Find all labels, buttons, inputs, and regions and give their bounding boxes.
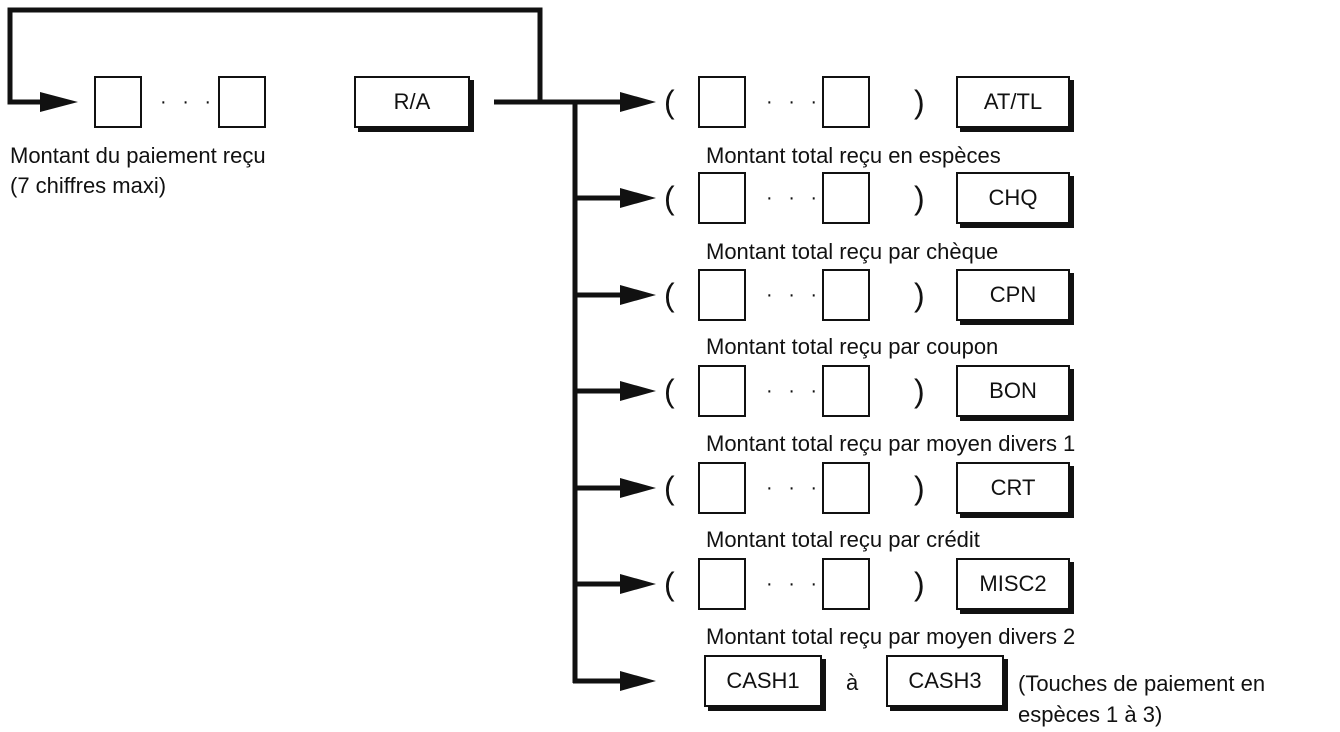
paren-open: ( [664, 180, 675, 216]
paren-open: ( [664, 373, 675, 409]
paren-open: ( [664, 470, 675, 506]
ellipsis: · · · [160, 91, 217, 113]
branch-arrowhead-6 [620, 574, 656, 594]
paren-open: ( [664, 84, 675, 120]
at-tl-key: AT/TL [956, 76, 1070, 128]
digit-key-first [698, 172, 746, 224]
branch-label-cheque: Montant total reçu par chèque [706, 239, 999, 264]
ra-key: R/A [354, 76, 470, 128]
digit-key-first [698, 462, 746, 514]
branch-label-misc1: Montant total reçu par moyen divers 1 [706, 431, 1076, 456]
branch-arrowhead-2 [620, 188, 656, 208]
misc2-key: MISC2 [956, 558, 1070, 610]
paren-close: ) [914, 277, 925, 313]
paren-close: ) [914, 470, 925, 506]
ellipsis: · · · [766, 284, 823, 306]
cash-keys-note-line2: espèces 1 à 3) [1018, 702, 1163, 727]
branch-label-cash: Montant total reçu en espèces [706, 143, 1001, 168]
loop-arrowhead [40, 92, 78, 112]
paren-close: ) [914, 566, 925, 602]
loop-line [7, 7, 543, 105]
digit-key-last [822, 76, 870, 128]
payment-label-line2: (7 chiffres maxi) [10, 173, 167, 198]
ellipsis: · · · [766, 573, 823, 595]
branch-label-coupon: Montant total reçu par coupon [706, 334, 999, 359]
branch-label-credit: Montant total reçu par crédit [706, 527, 980, 552]
digit-key-last [218, 76, 266, 128]
bon-key: BON [956, 365, 1070, 417]
branch-arrowhead-1 [620, 92, 656, 112]
digit-key-last [822, 558, 870, 610]
branch-label-misc2: Montant total reçu par moyen divers 2 [706, 624, 1076, 649]
digit-key-first [698, 76, 746, 128]
branch-arrowhead-5 [620, 478, 656, 498]
digit-key-last [822, 269, 870, 321]
branch-arrowhead-3 [620, 285, 656, 305]
paren-close: ) [914, 373, 925, 409]
digit-key-first [94, 76, 142, 128]
chq-key: CHQ [956, 172, 1070, 224]
paren-close: ) [914, 84, 925, 120]
cash1-key: CASH1 [704, 655, 822, 707]
digit-key-first [698, 558, 746, 610]
branch-arrowhead-4 [620, 381, 656, 401]
cash3-key: CASH3 [886, 655, 1004, 707]
paren-open: ( [664, 566, 675, 602]
ellipsis: · · · [766, 187, 823, 209]
digit-key-first [698, 269, 746, 321]
cash-keys-note-line1: (Touches de paiement en [1018, 671, 1266, 696]
digit-key-first [698, 365, 746, 417]
range-connector: à [846, 670, 859, 695]
digit-key-last [822, 172, 870, 224]
ellipsis: · · · [766, 477, 823, 499]
crt-key: CRT [956, 462, 1070, 514]
branch-arrows [573, 92, 656, 691]
payment-label-line1: Montant du paiement reçu [10, 143, 266, 168]
cpn-key: CPN [956, 269, 1070, 321]
digit-key-last [822, 462, 870, 514]
digit-key-last [822, 365, 870, 417]
ellipsis: · · · [766, 91, 823, 113]
paren-close: ) [914, 180, 925, 216]
ellipsis: · · · [766, 380, 823, 402]
branch-arrowhead-7 [620, 671, 656, 691]
paren-open: ( [664, 277, 675, 313]
